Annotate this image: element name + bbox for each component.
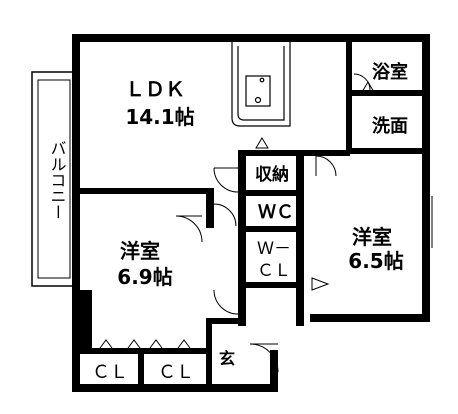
western-room-1-size-label: 6.9帖 bbox=[117, 265, 172, 289]
kitchen-counter bbox=[231, 42, 291, 127]
western-room-1-name-label: 洋室 bbox=[120, 239, 160, 263]
walkin-closet-top-label: Ｗ－ bbox=[257, 239, 291, 259]
closet-1-label: ＣＬ bbox=[92, 362, 128, 383]
western-room-2-name-label: 洋室 bbox=[352, 225, 392, 249]
storage-label: 収納 bbox=[255, 164, 289, 185]
balcony-label: バルコニー bbox=[48, 140, 67, 220]
ldk-name-label: ＬＤＫ bbox=[125, 77, 185, 101]
exterior-walls bbox=[72, 34, 430, 392]
toilet-label: ＷＣ bbox=[258, 202, 294, 223]
windows bbox=[427, 196, 433, 248]
bath-label: 浴室 bbox=[372, 61, 408, 83]
door-markers bbox=[99, 81, 375, 349]
door-swings bbox=[175, 73, 371, 373]
interior-walls bbox=[80, 42, 422, 350]
entrance-label: 玄 bbox=[219, 349, 235, 368]
western-room-2-size-label: 6.5帖 bbox=[348, 249, 403, 273]
washroom-label: 洗面 bbox=[372, 115, 408, 137]
walkin-closet-bottom-label: ＣＬ bbox=[257, 261, 291, 281]
closet-2-label: ＣＬ bbox=[158, 362, 194, 383]
ldk-size-label: 14.1帖 bbox=[125, 105, 194, 129]
